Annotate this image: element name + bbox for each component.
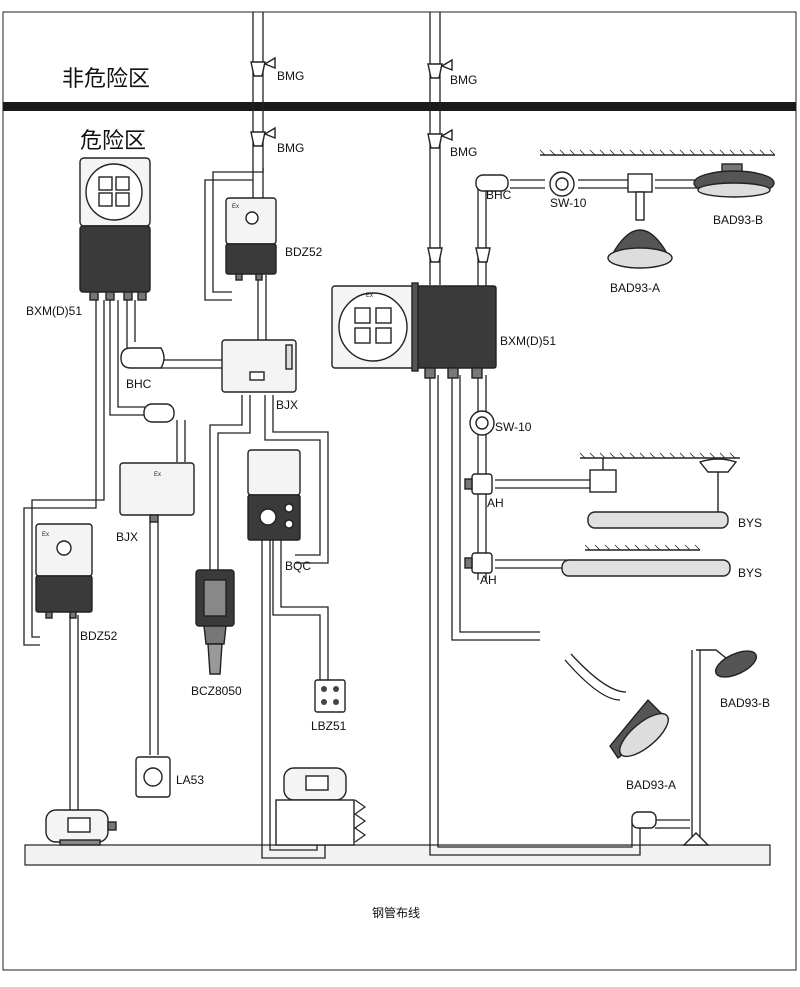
conduit-left-branch bbox=[23, 300, 222, 646]
ceiling-mount-top bbox=[539, 149, 776, 156]
label-la53: LA53 bbox=[176, 773, 204, 787]
non-hazardous-zone-label: 非危险区 bbox=[62, 67, 150, 92]
bmg-seal-3 bbox=[427, 58, 453, 79]
ah-junction-1 bbox=[464, 473, 493, 495]
label-bdz52-bottom: BDZ52 bbox=[80, 629, 118, 643]
bjx-junction-box-left: Ex bbox=[119, 462, 195, 523]
bxm-distribution-box-right: Ex bbox=[331, 282, 497, 379]
label-bad93b-top: BAD93-B bbox=[713, 213, 763, 227]
ex-mark-bdz52-top: Ex bbox=[232, 204, 239, 210]
bad93-a-lamp-top bbox=[607, 173, 673, 269]
hazardous-zone-label: 危险区 bbox=[80, 129, 146, 154]
label-bys-2: BYS bbox=[738, 566, 762, 580]
label-bqc: BQC bbox=[285, 559, 311, 573]
motor-center bbox=[275, 767, 367, 846]
label-bad93a-bottom: BAD93-A bbox=[626, 778, 676, 792]
zone-divider-wall bbox=[3, 102, 796, 111]
bmg-seal-1 bbox=[250, 56, 276, 77]
diagram-frame bbox=[2, 11, 797, 971]
ex-mark-bdz52-bottom: Ex bbox=[42, 532, 49, 538]
floor-slab bbox=[24, 844, 771, 866]
bmg-seal-4 bbox=[427, 128, 453, 149]
label-bhc-left: BHC bbox=[126, 377, 152, 391]
label-bmg-4: BMG bbox=[450, 145, 477, 159]
sw10-junction-top bbox=[549, 171, 575, 197]
label-lbz51: LBZ51 bbox=[311, 719, 347, 733]
label-bmg-3: BMG bbox=[450, 73, 477, 87]
bdz52-breaker-top: Ex bbox=[225, 197, 277, 281]
sw10-junction-mid bbox=[469, 410, 495, 436]
label-bjx-left: BJX bbox=[116, 530, 138, 544]
label-bmg-2: BMG bbox=[277, 141, 304, 155]
motor-left bbox=[45, 809, 117, 846]
label-bad93b-bottom: BAD93-B bbox=[720, 696, 770, 710]
bjx-junction-box-center bbox=[221, 339, 297, 393]
bmg-seal-5 bbox=[427, 247, 491, 263]
bad93-b-lamp-top bbox=[693, 163, 775, 198]
label-bxm-right: BXM(D)51 bbox=[500, 334, 556, 348]
ex-mark-right-box: Ex bbox=[366, 293, 373, 299]
label-bmg-1: BMG bbox=[277, 69, 304, 83]
bys-fixture-1 bbox=[587, 458, 738, 529]
bxm-distribution-box-left bbox=[79, 157, 151, 301]
bqc-motor-starter bbox=[247, 449, 301, 541]
ah-junction-2 bbox=[464, 552, 493, 574]
label-ah-2: AH bbox=[480, 573, 497, 587]
conduit-center-riser bbox=[204, 12, 267, 340]
bdz52-breaker-bottom: Ex bbox=[35, 523, 93, 619]
label-sw10-mid: SW-10 bbox=[495, 420, 532, 434]
conduit-top-lamp bbox=[510, 179, 700, 189]
bad93-a-lamp-bottom bbox=[609, 698, 670, 760]
label-bxm-left: BXM(D)51 bbox=[26, 304, 82, 318]
ex-mark-bjx-left: Ex bbox=[154, 472, 161, 478]
label-bcz8050: BCZ8050 bbox=[191, 684, 242, 698]
label-bhc-right: BHC bbox=[486, 188, 512, 202]
label-bjx-center: BJX bbox=[276, 398, 298, 412]
bmg-seal-2 bbox=[250, 126, 276, 147]
lbz51-control-station bbox=[314, 679, 346, 713]
bhc-flex-conduit-right bbox=[475, 174, 509, 192]
bad93-b-lamp-bottom bbox=[631, 649, 758, 846]
label-ah-1: AH bbox=[487, 496, 504, 510]
caption-steel-conduit-wiring: 钢管布线 bbox=[372, 905, 420, 920]
la53-pushbutton bbox=[135, 756, 171, 798]
bhc-flex-conduit-left bbox=[120, 347, 175, 423]
label-bys-1: BYS bbox=[738, 516, 762, 530]
ceiling-mount-bys bbox=[579, 452, 740, 551]
bcz8050-plug-socket bbox=[195, 569, 235, 675]
label-bdz52-top: BDZ52 bbox=[285, 245, 323, 259]
label-sw10-top: SW-10 bbox=[550, 196, 587, 210]
bys-fixture-2 bbox=[561, 559, 731, 577]
label-bad93a-top: BAD93-A bbox=[610, 281, 660, 295]
